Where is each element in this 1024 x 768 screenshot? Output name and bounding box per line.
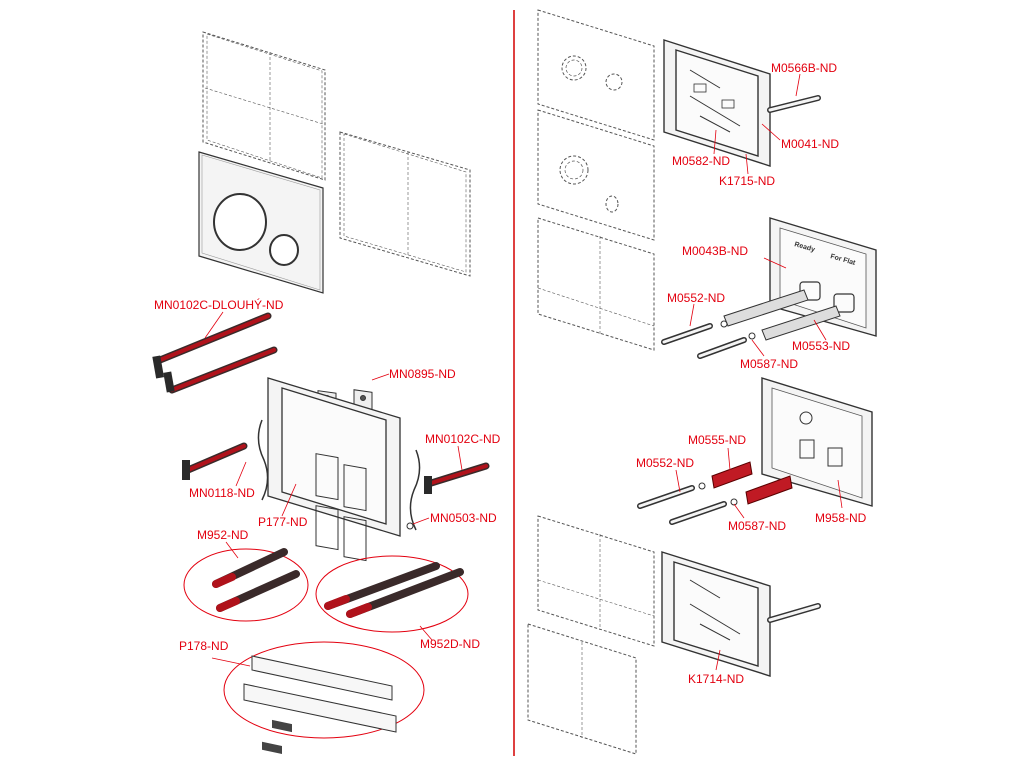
label-m0566b: M0566B-ND (771, 61, 837, 75)
dashed-plate-3 (537, 217, 655, 351)
group-p178 (223, 641, 425, 754)
rod-m0566b (767, 95, 821, 113)
frame-k1715 (663, 39, 771, 167)
label-mn0118: MN0118-ND (189, 486, 255, 500)
mounting-frame-p177 (257, 377, 421, 562)
label-m0043b: M0043B-ND (682, 244, 748, 258)
label-m0552-a: M0552-ND (667, 291, 725, 305)
label-mn0102c-dlouhy: MN0102C-DLOUHÝ-ND (154, 297, 284, 312)
label-m958: M958-ND (815, 511, 867, 525)
label-p177: P177-ND (258, 515, 308, 529)
label-p178: P178-ND (179, 639, 229, 653)
dashed-plate-round (537, 9, 655, 141)
large-flush-button (213, 193, 267, 251)
rod-k1714 (767, 603, 821, 623)
frame-m958 (761, 377, 873, 507)
label-m0041: M0041-ND (781, 137, 839, 151)
label-k1714: K1714-ND (688, 672, 744, 686)
round-button-plate (198, 151, 324, 294)
label-m0555: M0555-ND (688, 433, 746, 447)
frame-m0043b: Ready For Flat (769, 217, 877, 337)
label-mn0503: MN0503-ND (430, 511, 497, 525)
rods-m0552-m0587-b (637, 482, 738, 525)
part-mn0503 (406, 522, 414, 530)
label-m952: M952-ND (197, 528, 249, 542)
dashed-cover-plate-2 (339, 131, 471, 277)
dashed-cover-plate-1 (202, 31, 326, 181)
rod-mn0102c (424, 462, 490, 494)
rod-mn0118 (182, 442, 248, 480)
label-m0587-b: M0587-ND (728, 519, 786, 533)
rods-m0552-m0587-a (661, 320, 756, 359)
dashed-plate-4 (537, 515, 655, 647)
frame-k1714 (661, 551, 771, 677)
group-m952d (315, 555, 469, 633)
dashed-plate-5 (527, 623, 637, 755)
label-m0553: M0553-ND (792, 339, 850, 353)
label-mn0102c: MN0102C-ND (425, 432, 501, 446)
label-m0587-a: M0587-ND (740, 357, 798, 371)
label-m0552-b: M0552-ND (636, 456, 694, 470)
group-m952 (183, 548, 309, 622)
label-m952d: M952D-ND (420, 637, 480, 651)
dashed-plate-pneumatic (537, 109, 655, 241)
label-k1715: K1715-ND (719, 174, 775, 188)
clips-m0555 (711, 461, 793, 505)
label-m0582: M0582-ND (672, 154, 730, 168)
label-mn0895: MN0895-ND (389, 367, 456, 381)
long-rods-mn0102c-dlouhy (152, 312, 278, 394)
small-flush-button (269, 234, 299, 266)
